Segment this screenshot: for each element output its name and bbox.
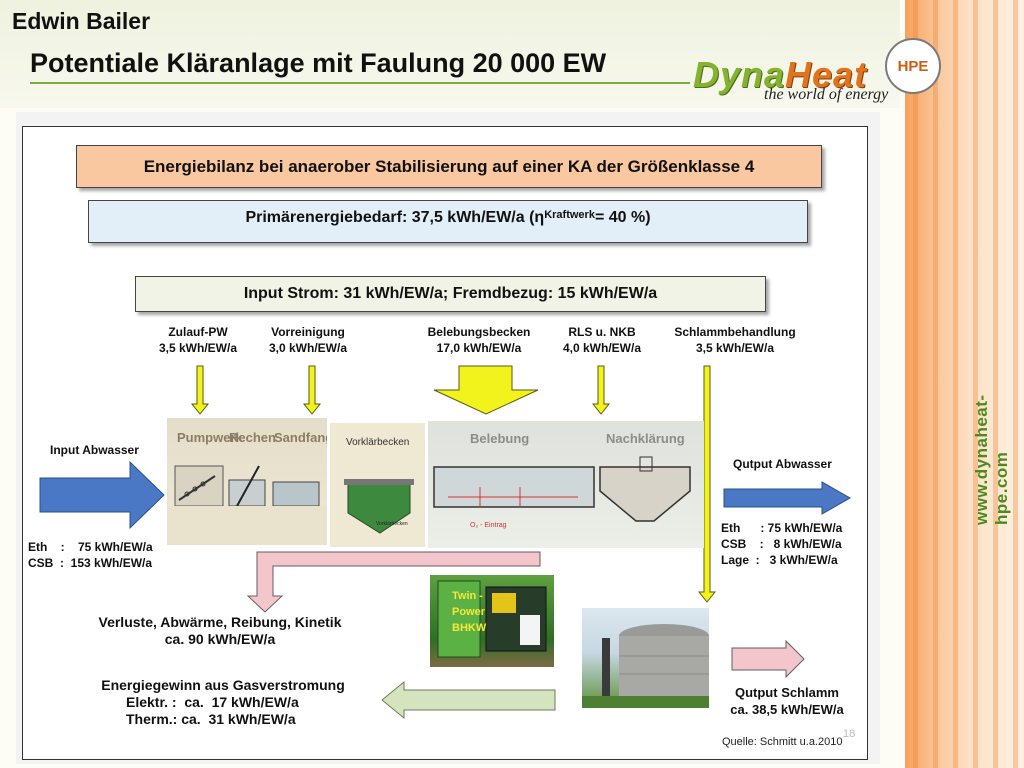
eta-subscript: Kraftwerk (544, 209, 595, 221)
arrow-down-belebung (433, 365, 539, 415)
arrow-input-abwasser (39, 460, 165, 530)
label-vorklaer-small: Vorklärbecken (376, 521, 408, 527)
process-belebung-nachklaerung: Belebung Nachklärung O₂ - Eintrag (428, 421, 704, 548)
arrow-down-rls (591, 365, 611, 415)
stage-value: 17,0 kWh/EW/a (436, 341, 522, 355)
output-csb: CSB : 8 kWh/EW/a (721, 537, 842, 551)
process-sketch-1: Pumpwerk Rechen Sandfang (167, 430, 327, 545)
arrow-down-vorreinigung (302, 365, 322, 415)
stage-schlammbehandlung: Schlammbehandlung 3,5 kWh/EW/a (665, 324, 805, 356)
process-sketch-2: Vorklärbecken Vorklärbecken (344, 437, 414, 534)
stage-name: RLS u. NKB (568, 325, 636, 339)
process-vorklaerbecken: Vorklärbecken Vorklärbecken (330, 423, 425, 547)
hpe-badge: HPE (885, 38, 941, 94)
output-schlamm-text: Qutput Schlamm ca. 38,5 kWh/EW/a (712, 684, 862, 718)
logo-dyna: Dyna (693, 54, 786, 95)
logo-heat: Heat (785, 54, 868, 95)
input-csb: CSB : 153 kWh/EW/a (28, 556, 153, 570)
page-number: 18 (843, 728, 856, 740)
stage-name: Zulauf-PW (168, 325, 228, 339)
input-eth: Eth : 75 kWh/EW/a (28, 540, 153, 554)
output-schlamm-value: ca. 38,5 kWh/EW/a (730, 702, 844, 717)
stage-value: 4,0 kWh/EW/a (562, 341, 642, 355)
arrow-down-schlamm (697, 365, 717, 603)
stage-zulauf: Zulauf-PW 3,5 kWh/EW/a (148, 324, 248, 356)
title-underline (30, 82, 690, 84)
bhkw-graphic: Twin - Power BHKW (437, 580, 547, 658)
faulturm-photo (582, 608, 709, 708)
header-background (0, 0, 900, 108)
arrow-output-schlamm (731, 639, 805, 679)
stage-value: 3,5 kWh/EW/a (158, 341, 238, 355)
label-pumpwerk: Pumpwerk (177, 430, 244, 445)
label-nachklaerung: Nachklärung (606, 431, 685, 446)
stage-name: Schlammbehandlung (674, 325, 796, 339)
bhkw-line1: Twin - (452, 590, 483, 602)
stage-value: 3,5 kWh/EW/a (695, 341, 775, 355)
energiegewinn-elektr: Elektr. : ca. 17 kWh/EW/a (126, 694, 299, 710)
process-sketch-3: Belebung Nachklärung O₂ - Eintrag (433, 431, 691, 529)
process-pumpwerk-rechen-sandfang: Pumpwerk Rechen Sandfang (167, 418, 327, 545)
label-vorklaer: Vorklärbecken (346, 437, 409, 448)
primary-energy-prefix: Primärenergiebedarf: 37,5 kWh/EW/a ( (245, 209, 535, 226)
primary-energy-suffix: = 40 %) (594, 209, 651, 226)
energiegewinn-therm: Therm.: ca. 31 kWh/EW/a (126, 711, 296, 727)
verluste-text: Verluste, Abwärme, Reibung, Kinetik ca. … (80, 614, 360, 648)
verluste-line1: Verluste, Abwärme, Reibung, Kinetik (98, 614, 342, 630)
bhkw-line2: Power (452, 606, 486, 618)
verluste-line2: ca. 90 kWh/EW/a (164, 631, 276, 647)
stage-value: 3,0 kWh/EW/a (268, 341, 348, 355)
output-abwasser-title: Qutput Abwasser (733, 457, 832, 471)
faulturm-graphic (582, 624, 709, 708)
arrow-verluste (246, 551, 541, 613)
label-o2: O₂ - Eintrag (470, 522, 507, 529)
logo-tagline: the world of energy (764, 86, 889, 103)
stage-name: Belebungsbecken (427, 325, 531, 339)
arrow-down-zulauf (190, 365, 210, 415)
eta-symbol: η (534, 209, 545, 226)
energiegewinn-title: Energiegewinn aus Gasverstromung (101, 677, 345, 693)
stage-belebungsbecken: Belebungsbecken 17,0 kWh/EW/a (414, 324, 544, 356)
slide-title: Potentiale Kläranlage mit Faulung 20 000… (30, 48, 607, 78)
label-rechen: Rechen (229, 430, 276, 445)
bhkw-photo: Twin - Power BHKW (430, 575, 554, 667)
author-name: Edwin Bailer (12, 8, 151, 34)
source-citation: Quelle: Schmitt u.a.2010 (722, 736, 843, 748)
arrow-energiegewinn (381, 680, 556, 720)
output-schlamm-title: Qutput Schlamm (734, 685, 839, 700)
stage-name: Vorreinigung (271, 325, 345, 339)
dynaheat-logo: DynaHeat (693, 54, 867, 96)
input-abwasser-title: Input Abwasser (50, 443, 139, 457)
output-lage: Lage : 3 kWh/EW/a (721, 553, 838, 567)
arrow-output-abwasser (723, 481, 852, 515)
input-strom-box: Input Strom: 31 kWh/EW/a; Fremdbezug: 15… (135, 276, 766, 312)
energy-balance-header: Energiebilanz bei anaerober Stabilisieru… (76, 145, 822, 188)
output-eth: Eth : 75 kWh/EW/a (721, 521, 843, 535)
label-belebung: Belebung (470, 431, 529, 446)
bhkw-line3: BHKW (452, 622, 487, 634)
right-decor-band (905, 0, 1024, 768)
label-sandfang: Sandfang (274, 430, 327, 445)
stage-rls-nkb: RLS u. NKB 4,0 kWh/EW/a (552, 324, 652, 356)
stage-vorreinigung: Vorreinigung 3,0 kWh/EW/a (256, 324, 360, 356)
